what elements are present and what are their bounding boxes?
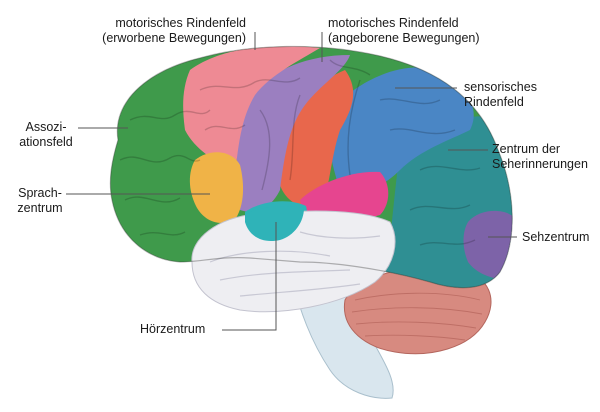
premotor-red-region	[280, 70, 354, 210]
sensory-region	[328, 67, 474, 192]
label-motor-innate: motorisches Rindenfeld (angeborene Beweg…	[328, 16, 480, 45]
label-hearing: Hörzentrum	[140, 322, 206, 336]
leader-hearing	[222, 222, 277, 331]
pink-region	[300, 171, 389, 224]
motor-acquired-region	[183, 46, 320, 175]
label-motor-acquired: motorisches Rindenfeld (erworbene Bewegu…	[102, 16, 246, 45]
label-association: Assozi- ationsfeld	[19, 120, 73, 149]
label-visual-memory: Zentrum der Seherinnerungen	[492, 142, 588, 171]
label-speech: Sprach- zentrum	[17, 186, 63, 215]
label-sensory: sensorisches Rindenfeld	[464, 80, 537, 109]
brain-outline	[109, 45, 513, 289]
hearing-cap	[245, 206, 304, 242]
motor-innate-region	[236, 55, 350, 212]
label-visual: Sehzentrum	[522, 230, 590, 244]
speech-region	[189, 152, 244, 223]
